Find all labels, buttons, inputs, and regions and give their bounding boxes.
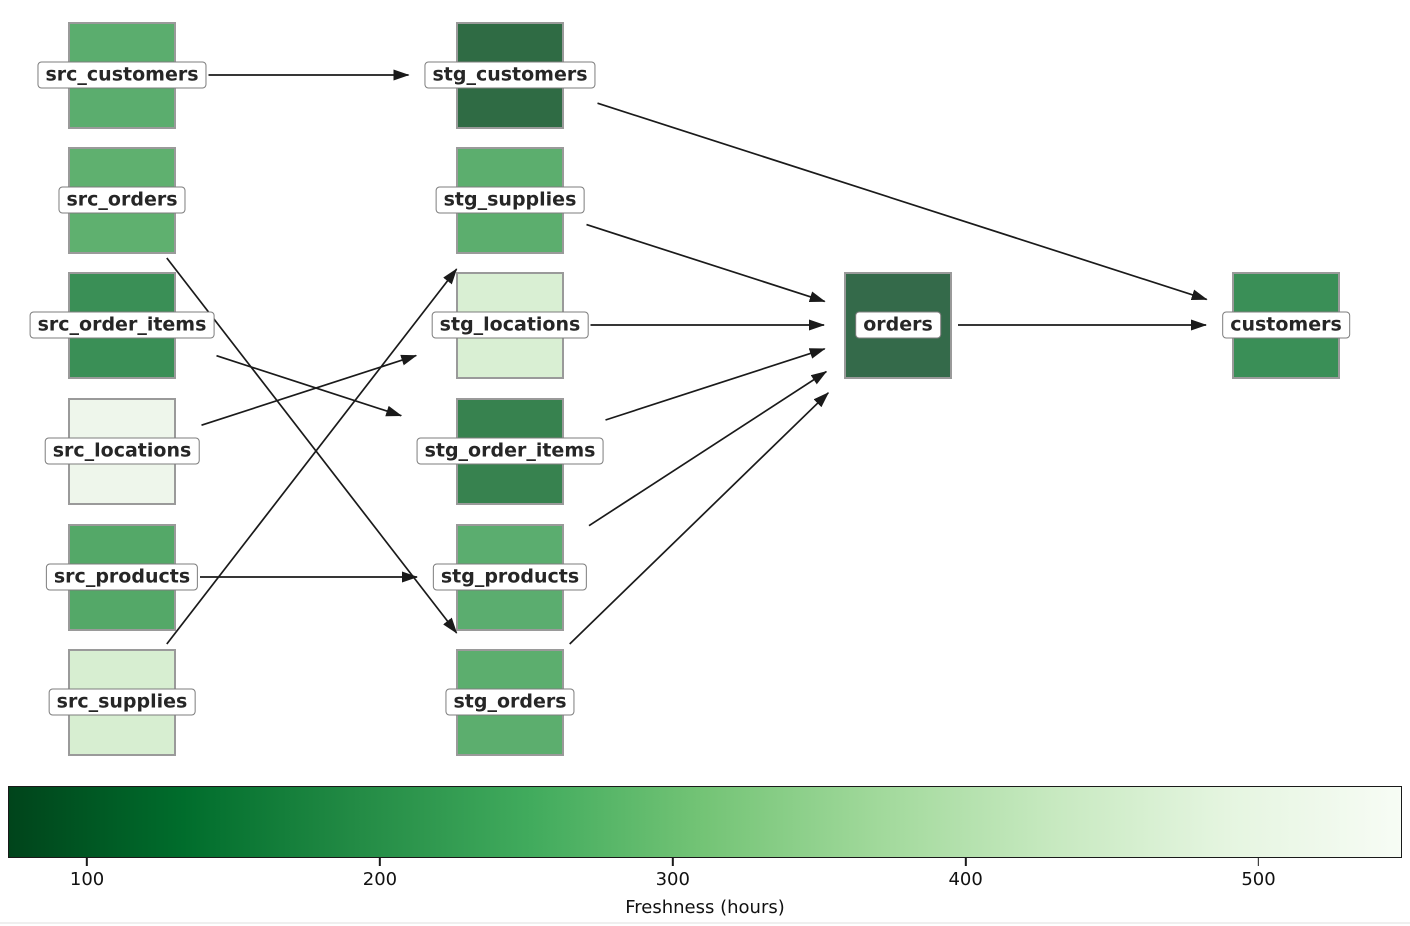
node-label-src_locations: src_locations <box>44 437 200 465</box>
colorbar-tick-200: 200 <box>363 858 397 890</box>
colorbar-tick-500: 500 <box>1241 858 1276 890</box>
colorbar-tick-100: 100 <box>70 858 104 890</box>
edge-stg_supplies-to-orders <box>586 223 826 303</box>
colorbar-tick-mark <box>86 858 88 866</box>
node-label-src_orders: src_orders <box>58 186 186 214</box>
colorbar-tick-400: 400 <box>948 858 983 890</box>
node-label-customers: customers <box>1222 311 1350 339</box>
colorbar-tick-mark <box>379 858 381 866</box>
node-label-src_order_items: src_order_items <box>29 311 215 339</box>
edge-stg_order_items-to-orders <box>605 347 826 421</box>
node-label-src_customers: src_customers <box>37 61 207 89</box>
edge-stg_customers-to-customers <box>597 102 1208 301</box>
edge-src_order_items-to-stg_order_items <box>216 354 403 417</box>
node-label-stg_locations: stg_locations <box>431 311 589 339</box>
node-label-stg_customers: stg_customers <box>424 61 596 89</box>
colorbar-tick-mark <box>671 858 674 866</box>
colorbar-tick-label: 400 <box>948 869 983 890</box>
edge-src_locations-to-stg_locations <box>201 354 418 427</box>
node-label-orders: orders <box>855 311 941 339</box>
edge-stg_orders-to-orders <box>569 392 830 645</box>
node-label-stg_orders: stg_orders <box>445 688 575 716</box>
edge-src_orders-to-stg_orders <box>166 257 458 634</box>
edge-src_supplies-to-stg_supplies <box>166 268 458 645</box>
colorbar-tick-mark <box>964 858 967 866</box>
node-label-stg_supplies: stg_supplies <box>435 186 585 214</box>
colorbar-tick-label: 500 <box>1241 869 1276 890</box>
colorbar-tick-300: 300 <box>656 858 690 890</box>
node-label-stg_order_items: stg_order_items <box>416 437 604 465</box>
edge-stg_products-to-orders <box>588 370 828 527</box>
freshness-colorbar <box>8 786 1402 858</box>
node-label-src_products: src_products <box>45 563 199 591</box>
node-label-src_supplies: src_supplies <box>48 688 196 716</box>
colorbar-tick-label: 300 <box>655 869 690 890</box>
figure-bottom-edge <box>0 922 1410 924</box>
colorbar-tick-mark <box>1257 858 1260 866</box>
colorbar-tick-label: 100 <box>69 869 105 890</box>
node-label-stg_products: stg_products <box>432 563 588 591</box>
colorbar-tick-label: 200 <box>362 869 398 890</box>
colorbar-axis-label: Freshness (hours) <box>625 897 785 918</box>
